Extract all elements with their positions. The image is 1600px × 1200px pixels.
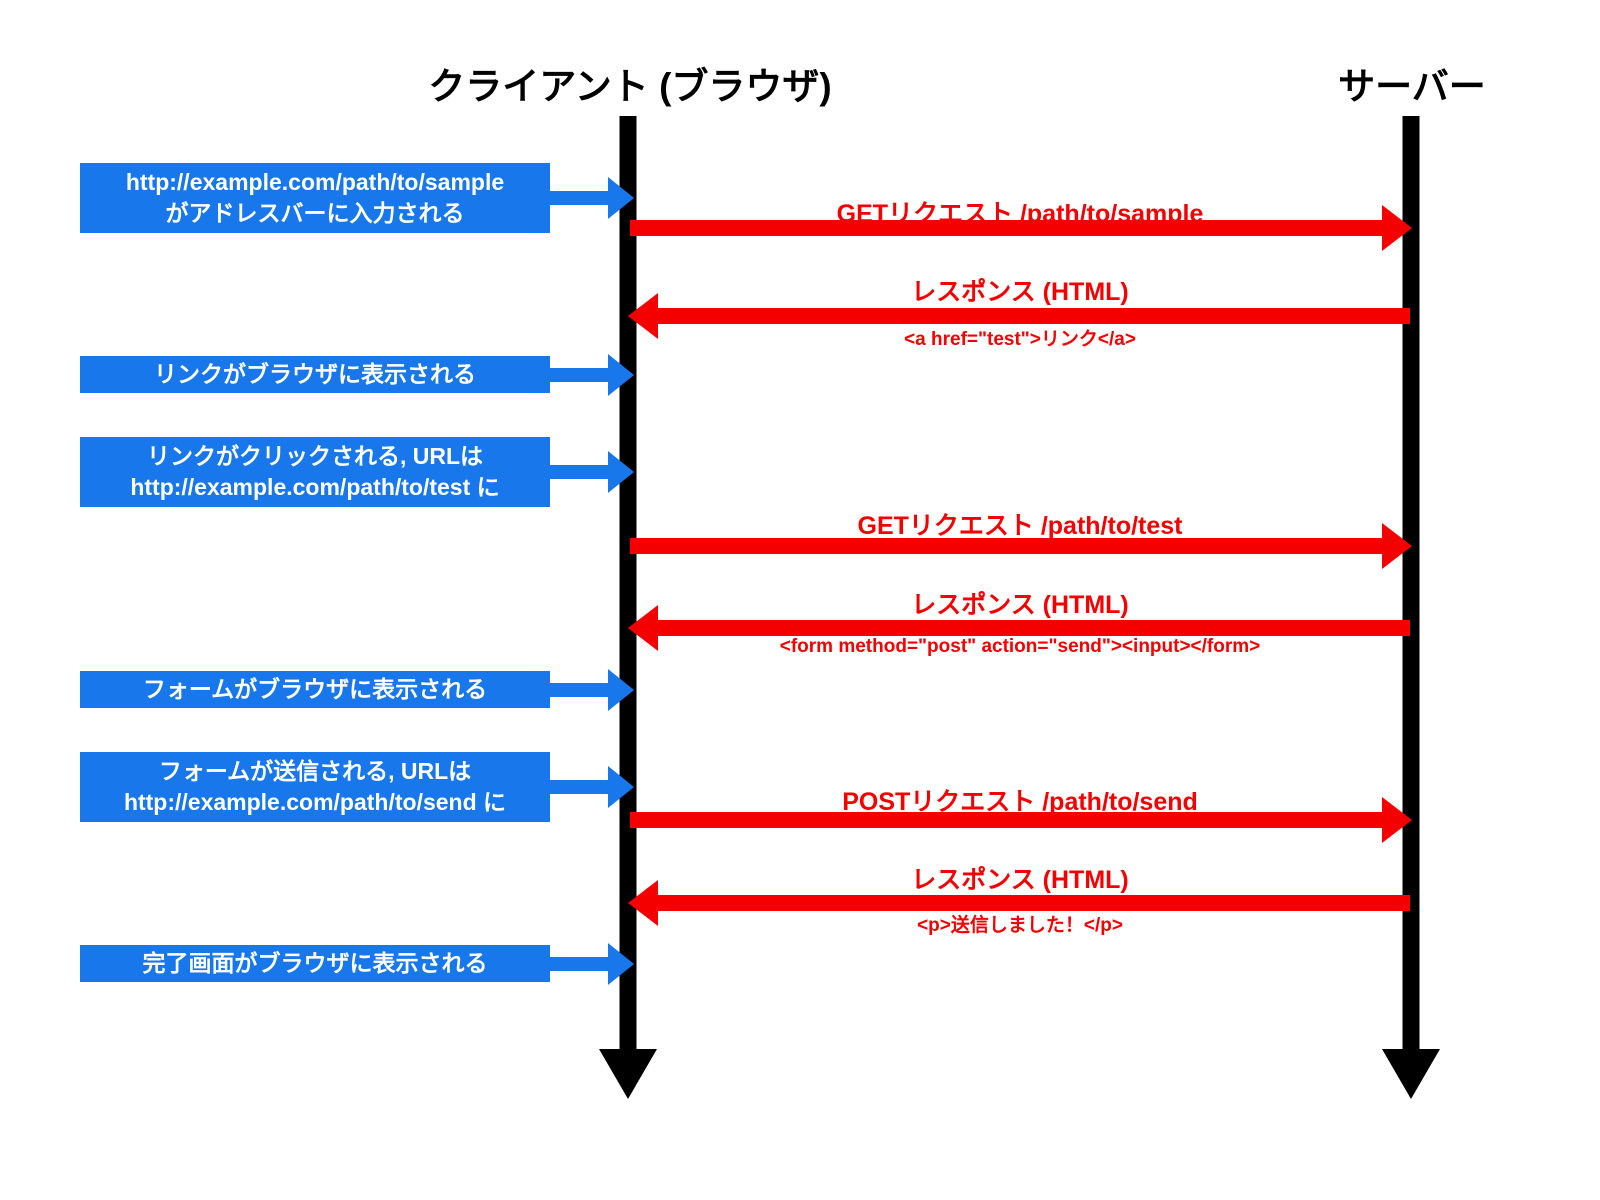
lifeline-arrow-down-icon-client	[599, 1049, 657, 1099]
note-complete-displayed: 完了画面がブラウザに表示される	[80, 945, 550, 982]
message-label-get-test: GETリクエスト /path/to/test	[857, 512, 1183, 540]
note-url-entered: http://example.com/path/to/sample がアドレスバ…	[80, 163, 550, 233]
message-label-post-send: POSTリクエスト /path/to/send	[842, 788, 1198, 816]
note-connector-line	[550, 683, 612, 697]
message-arrow-right-icon-get-sample	[1382, 205, 1412, 251]
message-label-response-form: レスポンス (HTML)	[911, 591, 1129, 619]
note-line: リンクがクリックされる, URLは	[146, 443, 484, 469]
note-connector-line	[550, 780, 612, 794]
message-arrow-left-icon-response-done	[628, 880, 658, 926]
note-connector-arrow-icon	[608, 669, 634, 711]
lifeline-arrow-down-icon-server	[1382, 1049, 1440, 1099]
message-sublabel-response-form: <form method="post" action="send"><input…	[779, 636, 1261, 657]
note-line: がアドレスバーに入力される	[165, 200, 465, 226]
message-line-get-test	[630, 538, 1390, 554]
note-connector-line	[550, 957, 612, 971]
participant-title-server: サーバー	[1338, 66, 1486, 107]
note-connector-arrow-icon	[608, 451, 634, 493]
note-line: 完了画面がブラウザに表示される	[142, 950, 488, 976]
note-connector-line	[550, 465, 612, 479]
note-form-displayed: フォームがブラウザに表示される	[80, 671, 550, 708]
message-sublabel-response-done: <p>送信しました！</p>	[917, 915, 1123, 936]
message-line-response-done	[650, 895, 1410, 911]
note-link-clicked: リンクがクリックされる, URLは http://example.com/pat…	[80, 437, 550, 507]
note-form-submitted: フォームが送信される, URLは http://example.com/path…	[80, 752, 550, 822]
note-connector-arrow-icon	[608, 177, 634, 219]
message-line-get-sample	[630, 220, 1390, 236]
note-line: フォームが送信される, URLは	[158, 758, 472, 784]
message-label-response-done: レスポンス (HTML)	[911, 866, 1129, 894]
message-arrow-left-icon-response-link	[628, 293, 658, 339]
note-connector-arrow-icon	[608, 354, 634, 396]
message-label-response-link: レスポンス (HTML)	[911, 278, 1129, 306]
note-connector-arrow-icon	[608, 943, 634, 985]
note-line: http://example.com/path/to/send に	[123, 789, 507, 815]
note-connector-line	[550, 368, 612, 382]
note-connector-arrow-icon	[608, 766, 634, 808]
message-arrow-left-icon-response-form	[628, 605, 658, 651]
message-line-response-form	[650, 620, 1410, 636]
message-sublabel-response-link: <a href="test">リンク</a>	[904, 329, 1136, 350]
message-line-post-send	[630, 812, 1390, 828]
note-line: リンクがブラウザに表示される	[154, 361, 476, 387]
message-line-response-link	[650, 308, 1410, 324]
message-arrow-right-icon-get-test	[1382, 523, 1412, 569]
note-connector-line	[550, 191, 612, 205]
note-line: フォームがブラウザに表示される	[142, 676, 488, 702]
message-arrow-right-icon-post-send	[1382, 797, 1412, 843]
participant-title-client: クライアント (ブラウザ)	[428, 66, 832, 107]
note-line: http://example.com/path/to/sample	[125, 169, 505, 195]
note-line: http://example.com/path/to/test に	[130, 474, 500, 500]
note-link-displayed: リンクがブラウザに表示される	[80, 356, 550, 393]
